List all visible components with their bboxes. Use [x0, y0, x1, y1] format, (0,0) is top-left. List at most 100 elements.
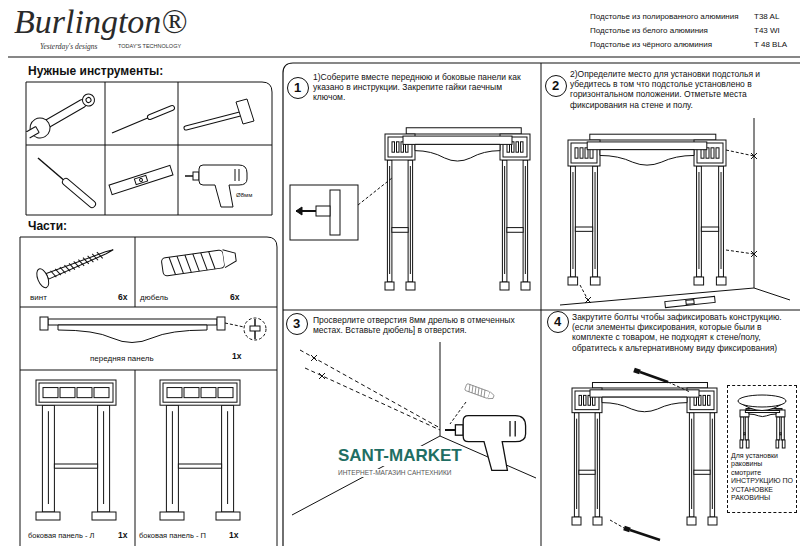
- panel-frame: [178, 82, 179, 215]
- stand-assembly: [521, 142, 524, 152]
- step-circle: 1: [287, 77, 309, 99]
- hammer-icon: [186, 114, 240, 128]
- side-panel-icon: [92, 512, 116, 520]
- stand-placement: [600, 150, 694, 165]
- stand-fixing: [710, 413, 715, 517]
- side-panel-icon: [166, 405, 178, 512]
- dimension: Ø8мм: [236, 192, 252, 199]
- drill-icon: [185, 165, 247, 207]
- product-code: T 48 BLA: [754, 40, 787, 50]
- side-panel-icon: [36, 380, 116, 405]
- front-panel-icon: [48, 319, 217, 325]
- drill-icon: [239, 169, 240, 181]
- sink-stand-icon: [740, 440, 743, 448]
- side-panel-icon: [227, 411, 228, 504]
- brand-slogan: TODAY'S TECHNOLOGY: [118, 43, 181, 50]
- drilling-scene: [470, 386, 474, 393]
- stand-fixing: [595, 413, 600, 517]
- step-text: 1)Соберите вместе переднюю и боковые пан…: [313, 72, 533, 103]
- side-panel-icon: [43, 388, 58, 398]
- screwdriver-icon: [38, 158, 92, 204]
- side-panel-icon: [39, 383, 113, 402]
- level-icon: [109, 165, 173, 194]
- stand-placement: [572, 172, 573, 269]
- product-name: Подстолье из белого алюминия: [590, 26, 708, 36]
- part-name: дюбель: [140, 293, 168, 303]
- side-panel-icon: [184, 388, 199, 398]
- level-icon: [109, 165, 173, 194]
- level-icon: [134, 175, 147, 184]
- side-panel-icon: [160, 380, 240, 520]
- drilling-scene: [311, 355, 317, 361]
- stand-assembly: [507, 228, 523, 233]
- panel-frame: [105, 82, 106, 215]
- stand-assembly: [408, 160, 413, 282]
- step-circle: 3: [286, 313, 308, 335]
- brand-slogan: Yesterday's designs: [40, 42, 98, 51]
- screw-icon: [69, 262, 75, 271]
- panel-frame: [135, 370, 136, 546]
- side-panel-icon: [160, 380, 240, 405]
- stand-assembly: [504, 166, 505, 274]
- front-panel-icon: [225, 323, 244, 327]
- stand-fixing: [691, 419, 692, 509]
- wrench-icon: [36, 126, 40, 132]
- screw-icon: [46, 247, 114, 279]
- drilling-scene: [480, 389, 484, 396]
- stand-placement: [560, 288, 754, 305]
- step-text: 2)Определите место для установки подстол…: [570, 69, 792, 110]
- awl-icon: [112, 108, 172, 133]
- awl-icon: [150, 108, 172, 117]
- sink-stand-icon: [745, 417, 748, 440]
- watermark: SANT-MARKET: [338, 446, 462, 466]
- step-number: 4: [548, 312, 567, 331]
- stand-fixing: [584, 395, 587, 405]
- stand-assembly: [385, 282, 394, 290]
- brand-logo: Burlington®: [14, 2, 187, 43]
- stand-placement: [716, 277, 726, 285]
- screwdriver-icon: [66, 182, 92, 204]
- step-number: 3: [287, 314, 306, 333]
- wrench-icon: [23, 88, 99, 143]
- panel-frame: [20, 237, 277, 546]
- side-panel-icon: [178, 464, 221, 468]
- side-panel-icon: [216, 512, 240, 520]
- step-circle: 4: [547, 311, 569, 333]
- step-number: 1: [288, 78, 307, 97]
- stand-placement: [590, 277, 600, 285]
- screwdriver-icon: [66, 182, 92, 204]
- stand-placement: [751, 153, 757, 159]
- part-name: боковая панель - Л: [28, 531, 94, 540]
- dowel-icon: [193, 253, 199, 271]
- screw-icon: [83, 257, 89, 266]
- part-name: винт: [30, 293, 47, 303]
- part-cell: дюбель6x: [135, 237, 277, 307]
- drilling-scene: [311, 355, 317, 361]
- sink-stand-icon: [782, 440, 785, 448]
- stand-fixing: [574, 413, 579, 517]
- wrench-icon: [26, 114, 53, 141]
- stand-placement: [568, 277, 578, 285]
- drilling-scene: [509, 421, 510, 437]
- drilling-scene: [319, 373, 325, 379]
- step-circle: 2: [545, 75, 567, 97]
- stand-assembly: [403, 136, 512, 144]
- panel-frame: [283, 63, 800, 546]
- wrench-icon: [85, 97, 92, 104]
- stand-fixing: [572, 517, 581, 525]
- sink-stand-icon: [777, 417, 780, 440]
- stand-placement: [571, 166, 576, 277]
- stand-placement: [697, 166, 702, 277]
- side-panel-icon: [98, 405, 110, 512]
- side-panel-icon: [60, 388, 75, 398]
- stand-assembly: [523, 160, 528, 282]
- sink-stand-icon: [741, 417, 744, 440]
- side-panel-icon: [172, 411, 173, 504]
- stand-fixing: [592, 383, 707, 388]
- side-panel-icon: [48, 411, 49, 504]
- drilling-scene: [488, 392, 495, 400]
- quantity: 6x: [118, 292, 127, 302]
- bolt-detail: [296, 207, 302, 215]
- stand-fixing: [610, 520, 624, 528]
- stand-fixing: [593, 517, 602, 525]
